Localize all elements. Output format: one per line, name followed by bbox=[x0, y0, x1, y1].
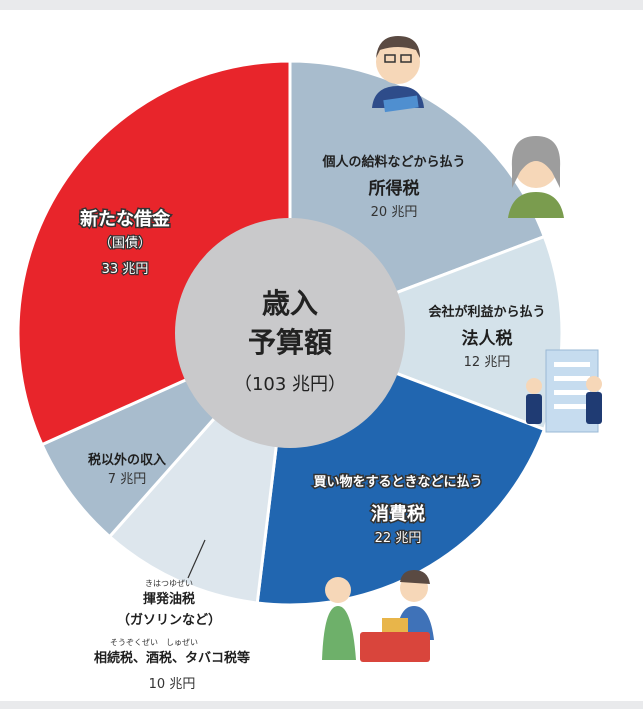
corporate-tax-value: 12 兆円 bbox=[464, 355, 511, 370]
non-tax-label: 税以外の収入 bbox=[88, 452, 166, 468]
center-title-line2: 予算額 bbox=[248, 326, 332, 359]
woman-illustration bbox=[508, 136, 564, 218]
center-title-line1: 歳入 bbox=[262, 287, 318, 320]
office-worker-illustration bbox=[372, 36, 424, 113]
bottom-band bbox=[0, 701, 643, 709]
center-total: （103 兆円） bbox=[234, 374, 346, 395]
other-tax-ruby2: そうぞくぜい しゅぜい bbox=[110, 638, 198, 647]
corporate-tax-description: 会社が利益から払う bbox=[428, 304, 545, 320]
corporate-tax-label: 法人税 bbox=[462, 328, 513, 349]
bonds-sublabel: （国債） bbox=[99, 236, 151, 251]
income-tax-value: 20 兆円 bbox=[371, 205, 418, 220]
consumption-tax-label: 消費税 bbox=[371, 503, 425, 525]
non-tax-value: 7 兆円 bbox=[108, 472, 146, 487]
consumption-tax-value: 22 兆円 bbox=[375, 531, 422, 546]
bonds-value: 33 兆円 bbox=[102, 262, 149, 277]
other-tax-value: 10 兆円 bbox=[149, 677, 196, 692]
other-tax-label2: 相続税、酒税、タバコ税等 bbox=[94, 650, 250, 666]
other-tax-label: 揮発油税 bbox=[143, 591, 195, 607]
other-tax-leader-line bbox=[187, 539, 206, 579]
other-tax-ruby: きはつゆぜい bbox=[145, 579, 193, 588]
income-tax-label: 所得税 bbox=[369, 178, 420, 199]
other-tax-sublabel: （ガソリンなど） bbox=[117, 612, 221, 628]
building-business-people-illustration bbox=[526, 349, 602, 433]
bonds-label: 新たな借金 bbox=[80, 208, 171, 230]
center-disc bbox=[175, 218, 405, 448]
shopping-illustration bbox=[322, 570, 434, 662]
top-band bbox=[0, 0, 643, 10]
consumption-tax-description: 買い物をするときなどに払う bbox=[313, 474, 482, 490]
income-tax-description: 個人の給料などから払う bbox=[321, 154, 465, 170]
